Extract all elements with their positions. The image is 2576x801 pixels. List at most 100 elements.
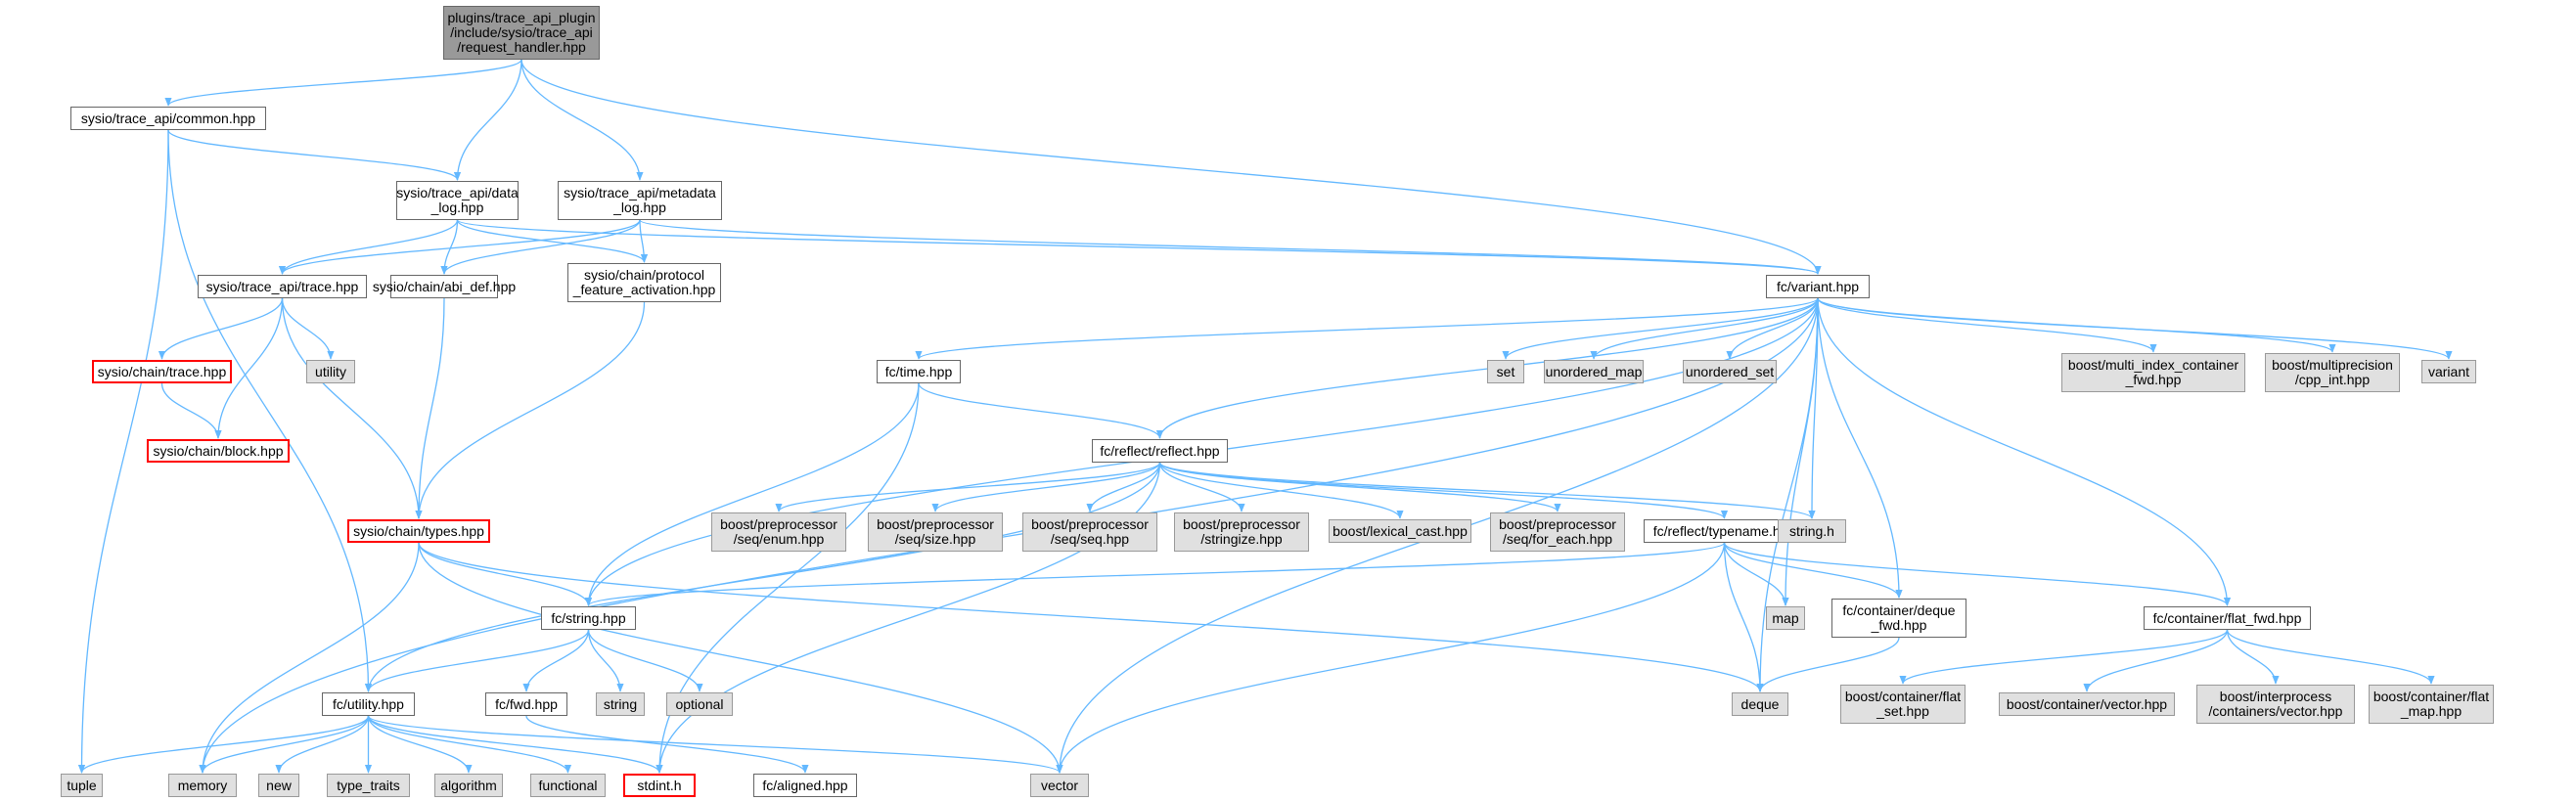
edge-root-to-data-log — [453, 59, 522, 181]
edge-reflect-to-fc-utility — [364, 462, 1161, 692]
node-lexical-cast: boost/lexical_cast.hpp — [1329, 519, 1471, 543]
node-metadata-log[interactable]: sysio/trace_api/metadata_log.hpp — [558, 181, 722, 220]
node-label-line: /containers/vector.hpp — [2208, 703, 2343, 719]
node-flat-map: boost/container/flat_map.hpp — [2369, 685, 2494, 724]
node-type-traits: type_traits — [327, 774, 410, 797]
node-algorithm: algorithm — [434, 774, 503, 797]
node-flat-fwd[interactable]: fc/container/flat_fwd.hpp — [2144, 606, 2311, 630]
node-chain-trace[interactable]: sysio/chain/trace.hpp — [92, 360, 232, 383]
node-label-line: _set.hpp — [1876, 703, 1929, 719]
node-label-line: _log.hpp — [613, 200, 666, 215]
node-label-line: _fwd.hpp — [1871, 617, 1927, 633]
node-set: set — [1487, 360, 1524, 383]
edge-fc-utility-to-vector — [367, 715, 1063, 774]
node-label-line: functional — [538, 777, 598, 793]
node-aligned[interactable]: fc/aligned.hpp — [753, 774, 857, 797]
node-label-line: algorithm — [440, 777, 497, 793]
node-label-line: _feature_activation.hpp — [572, 282, 716, 297]
edge-root-to-variant — [520, 59, 1822, 275]
node-label-line: sysio/chain/trace.hpp — [97, 363, 227, 379]
node-reflect[interactable]: fc/reflect/reflect.hpp — [1092, 439, 1228, 463]
node-label-line: new — [266, 777, 292, 793]
edge-deque-fwd-to-deque — [1756, 637, 1900, 692]
edge-typename-to-vector — [1056, 542, 1726, 774]
node-label-line: plugins/trace_api_plugin — [447, 10, 596, 25]
node-fc-utility[interactable]: fc/utility.hpp — [322, 692, 415, 716]
node-variant[interactable]: fc/variant.hpp — [1766, 275, 1870, 298]
node-label-line: /seq/seq.hpp — [1050, 531, 1130, 547]
node-deque: deque — [1732, 692, 1788, 716]
edge-data-log-to-protocol-feature — [456, 219, 649, 263]
node-label-line: utility — [315, 363, 346, 379]
edge-trace-api-trace-to-chain-block — [214, 297, 284, 439]
edge-chain-types-to-vector — [418, 542, 1063, 774]
node-label-line: boost/multiprecision — [2272, 357, 2393, 373]
node-chain-block[interactable]: sysio/chain/block.hpp — [147, 439, 290, 463]
edge-flat-fwd-to-flat-map — [2226, 629, 2435, 685]
edge-typename-to-flat-fwd — [1723, 542, 2231, 606]
edge-reflect-to-pp-seq — [1086, 462, 1161, 512]
node-label-line: boost/interprocess — [2219, 689, 2332, 704]
node-label-line: fc/reflect/reflect.hpp — [1100, 442, 1220, 459]
edge-variant-to-unordered-set — [1726, 297, 1819, 360]
edge-trace-api-trace-to-utility-std — [281, 297, 335, 360]
node-multi-index: boost/multi_index_container_fwd.hpp — [2061, 353, 2245, 392]
node-data-log[interactable]: sysio/trace_api/data_log.hpp — [396, 181, 519, 220]
edge-trace-api-trace-to-chain-trace — [158, 297, 284, 360]
edge-reflect-to-pp-for-each — [1158, 462, 1561, 512]
edge-root-to-metadata-log — [520, 59, 644, 181]
edge-variant-to-flat-fwd — [1817, 297, 2232, 606]
node-label-line: boost/preprocessor — [1499, 516, 1616, 532]
node-label-line: optional — [675, 695, 724, 712]
edge-variant-to-unordered-map — [1590, 297, 1819, 360]
edge-reflect-to-lexical-cast — [1158, 462, 1404, 519]
node-chain-types[interactable]: sysio/chain/types.hpp — [347, 519, 490, 543]
edge-time-to-fc-string — [584, 382, 920, 606]
node-new: new — [258, 774, 299, 797]
node-functional: functional — [530, 774, 606, 797]
node-pp-size: boost/preprocessor/seq/size.hpp — [868, 512, 1003, 552]
node-stdint[interactable]: stdint.h — [623, 774, 696, 797]
node-map: map — [1766, 606, 1805, 630]
node-label-line: fc/utility.hpp — [333, 695, 404, 712]
node-label-line: /stringize.hpp — [1200, 531, 1283, 547]
edge-layer — [77, 59, 2453, 774]
node-fc-string[interactable]: fc/string.hpp — [541, 606, 636, 630]
edge-variant-to-memory — [199, 297, 1819, 774]
edge-flat-fwd-to-container-vector — [2083, 629, 2229, 692]
edge-variant-to-deque-fwd — [1817, 297, 1903, 599]
edge-metadata-log-to-trace-api-trace — [279, 219, 641, 275]
node-label-line: sysio/chain/abi_def.hpp — [372, 278, 517, 294]
node-time[interactable]: fc/time.hpp — [877, 360, 961, 383]
node-label-line: boost/preprocessor — [720, 516, 837, 532]
node-label-line: type_traits — [337, 777, 400, 793]
node-common[interactable]: sysio/trace_api/common.hpp — [70, 107, 266, 130]
edge-fc-utility-to-memory — [199, 715, 370, 774]
node-deque-fwd[interactable]: fc/container/deque_fwd.hpp — [1831, 599, 1966, 638]
node-label-line: fc/container/flat_fwd.hpp — [2152, 609, 2302, 626]
edge-typename-to-fc-string — [585, 542, 1726, 606]
node-unordered-map: unordered_map — [1544, 360, 1644, 383]
node-root: plugins/trace_api_plugin/include/sysio/t… — [443, 6, 600, 60]
node-trace-api-trace[interactable]: sysio/trace_api/trace.hpp — [198, 275, 367, 298]
edge-metadata-log-to-variant — [639, 219, 1822, 275]
node-label-line: fc/variant.hpp — [1776, 278, 1860, 294]
node-label-line: variant — [2427, 363, 2470, 379]
node-label-line: fc/container/deque — [1842, 602, 1956, 618]
node-protocol-feature[interactable]: sysio/chain/protocol_feature_activation.… — [567, 263, 721, 302]
node-label-line: fc/reflect/typename.hpp — [1652, 522, 1796, 539]
node-abi-def[interactable]: sysio/chain/abi_def.hpp — [373, 275, 516, 298]
node-label-line: sysio/chain/protocol — [584, 267, 704, 283]
edge-typename-to-deque — [1723, 542, 1764, 692]
node-label-line: boost/container/flat — [1844, 689, 1962, 704]
edge-metadata-log-to-abi-def — [440, 219, 641, 275]
edge-variant-to-deque — [1756, 297, 1819, 692]
edge-common-to-fc-utility — [167, 129, 373, 692]
node-fwd[interactable]: fc/fwd.hpp — [485, 692, 567, 716]
edge-metadata-log-to-protocol-feature — [639, 219, 649, 263]
node-pp-for-each: boost/preprocessor/seq/for_each.hpp — [1490, 512, 1625, 552]
node-unordered-set: unordered_set — [1683, 360, 1777, 383]
edge-fc-string-to-string-std — [587, 629, 624, 692]
edge-chain-trace-to-chain-block — [160, 382, 222, 439]
edge-common-to-tuple — [77, 129, 169, 774]
